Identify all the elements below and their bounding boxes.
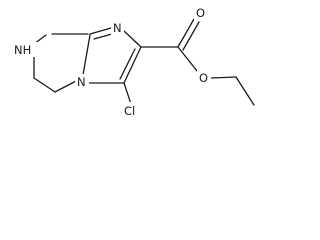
bond-c8a-n1 [89,27,112,35]
bond-c2-c3 [123,46,142,84]
atom-label-n-imine: N [113,21,122,35]
bonds [33,18,255,106]
bond-ch2-ch3 [235,76,255,106]
atom-label-nh: NH [14,43,31,57]
chemical-structure-diagram: NH N N O O Cl [14,6,255,118]
atom-label-n-bridge: N [77,75,86,89]
bond-n4-c8a [82,34,91,76]
bond-c2-c3-double [119,48,136,80]
bond-ester-o-ch2 [210,76,237,79]
atom-label-carbonyl-o: O [196,6,205,20]
bond-n1-c2 [123,30,142,48]
bond-c5-n4 [54,80,77,93]
atom-label-chlorine: Cl [124,104,135,118]
bond-c3-cl [123,82,132,105]
bond-c6-c5 [33,77,56,93]
bond-carboxyl-c-o [177,18,195,48]
atom-labels: NH N N O O Cl [14,6,211,118]
bond-carboxyl-c-o-double [182,21,200,51]
bond-c8a-n1-double [93,33,113,40]
bond-carboxyl-c-ester-o [177,46,198,72]
atom-label-ester-o: O [199,71,208,85]
